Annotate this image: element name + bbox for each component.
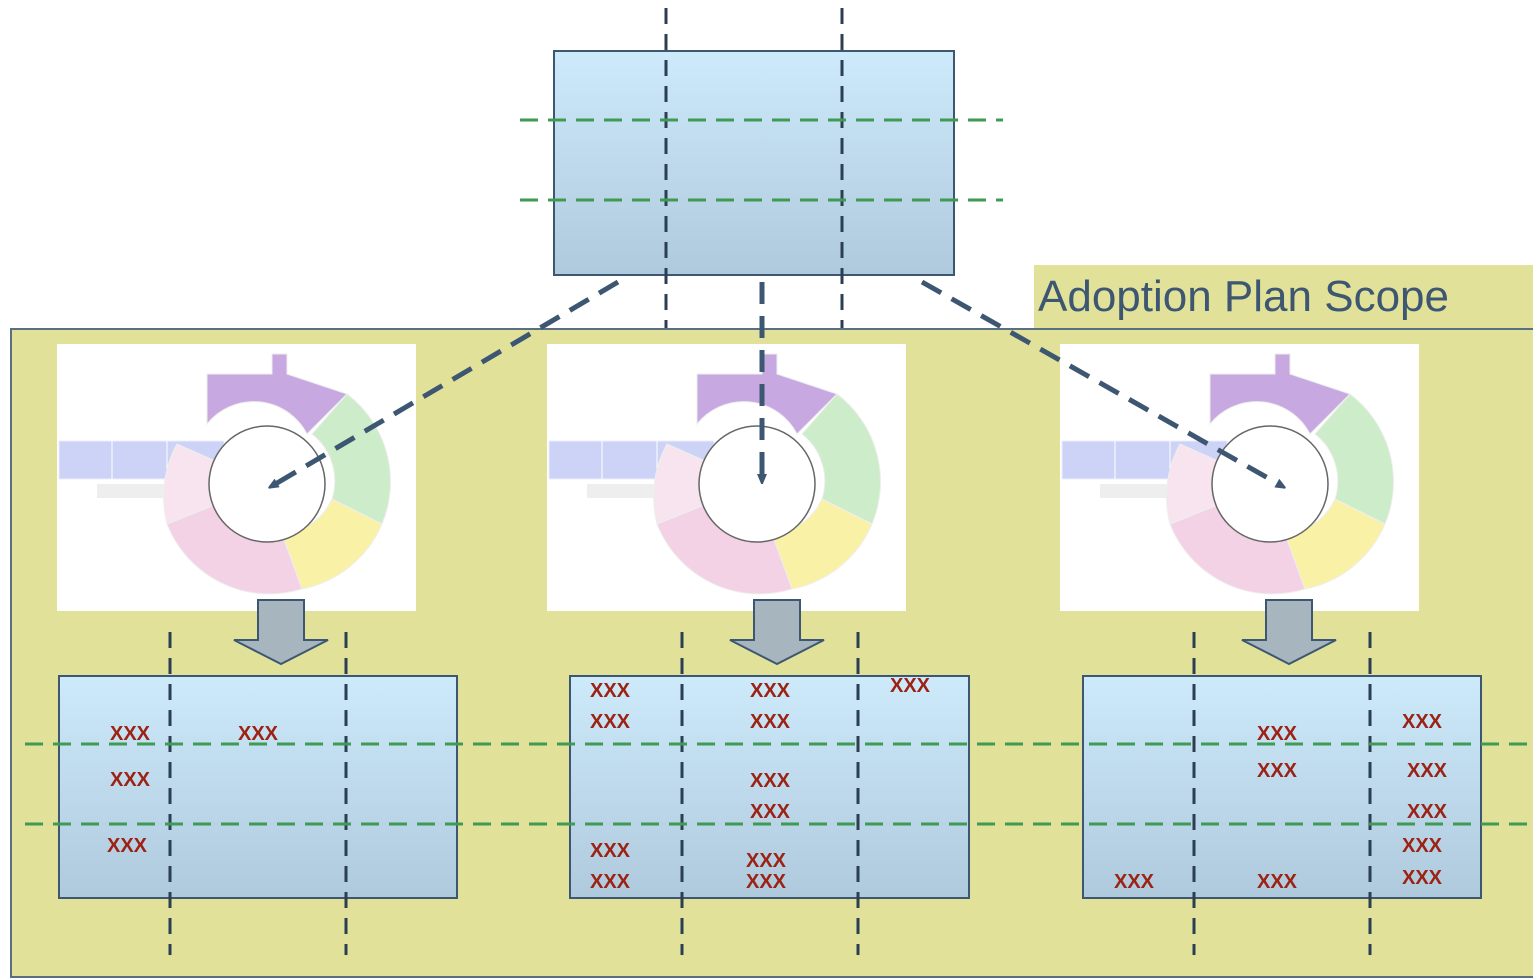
bottom-grid-box-middle <box>569 675 970 899</box>
mark-middle-5: XXX <box>750 711 791 733</box>
mark-middle-7: XXX <box>750 801 791 823</box>
mark-right-1: XXX <box>1402 711 1443 733</box>
mark-middle-2: XXX <box>750 680 791 702</box>
mark-right-5: XXX <box>1407 801 1448 823</box>
arrow-to-right-cycle <box>920 279 1282 486</box>
mark-right-2: XXX <box>1257 723 1298 745</box>
mark-middle-1: XXX <box>590 680 631 702</box>
mark-middle-4: XXX <box>590 711 631 733</box>
cycle-wheel-icon <box>1061 353 1394 595</box>
arrow-to-left-cycle <box>272 279 620 486</box>
mark-middle-9: XXX <box>746 850 787 872</box>
bottom-grid-box-right <box>1082 675 1482 899</box>
mark-right-7: XXX <box>1402 867 1443 889</box>
cycle-wheel-icon <box>548 353 881 595</box>
mark-middle-11: XXX <box>746 871 787 893</box>
bottom-grid-box-left <box>58 675 458 899</box>
mark-middle-3: XXX <box>890 675 931 697</box>
mark-right-6: XXX <box>1402 835 1443 857</box>
cycle-diagram-left <box>57 344 416 611</box>
mark-middle-8: XXX <box>590 840 631 862</box>
mark-left-2: XXX <box>238 723 279 745</box>
mark-right-9: XXX <box>1257 871 1298 893</box>
mark-middle-6: XXX <box>750 770 791 792</box>
block-arrow-middle <box>729 599 825 666</box>
cycle-diagram-right <box>1060 344 1419 611</box>
mark-right-3: XXX <box>1257 760 1298 782</box>
mark-left-3: XXX <box>110 769 151 791</box>
mark-middle-10: XXX <box>590 871 631 893</box>
mark-left-4: XXX <box>107 835 148 857</box>
block-arrow-left <box>233 599 329 666</box>
top-grid-box <box>553 50 955 276</box>
block-arrow-right <box>1241 599 1337 666</box>
mark-right-4: XXX <box>1407 760 1448 782</box>
mark-right-8: XXX <box>1114 871 1155 893</box>
cycle-diagram-middle <box>547 344 906 611</box>
mark-left-1: XXX <box>110 723 151 745</box>
adoption-plan-scope-label: Adoption Plan Scope <box>1034 265 1533 328</box>
